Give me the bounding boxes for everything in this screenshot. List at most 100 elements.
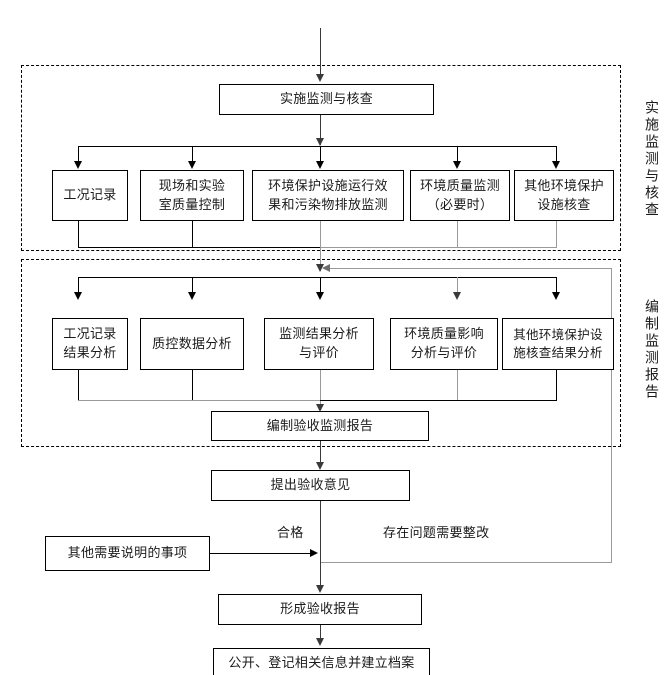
opinion-to-acceptance-arrow-icon <box>316 585 324 593</box>
acceptance-to-publish-line <box>320 625 321 643</box>
node-other-matters-label: 其他需要说明的事项 <box>67 545 188 561</box>
node-compile-report-label: 编制验收监测报告 <box>266 417 374 433</box>
stage2-entry-arrow-icon <box>316 264 324 272</box>
row2-arrow-1-icon <box>74 292 82 300</box>
node-other-env-facility-verification-result-analysis[interactable]: 其他环境保护设 施核查结果分析 <box>502 318 614 370</box>
node-monitoring-result-analysis-line1: 监测结果分析 <box>279 326 359 342</box>
row1-stem-3 <box>320 146 321 164</box>
row2-arrow-5-icon <box>552 292 560 300</box>
entry-connector-line <box>320 28 321 76</box>
row1-arrow-3-icon <box>316 161 324 169</box>
node-env-facility-effect-monitoring-line1: 环境保护设施运行效 <box>268 177 388 193</box>
node-publish-register-archive[interactable]: 公开、登记相关信息并建立档案 <box>213 648 430 675</box>
row2-arrow-3-icon <box>316 292 324 300</box>
row1-fanout-bus <box>78 146 556 147</box>
edge-label-needs-rectification: 存在问题需要整改 <box>383 525 490 540</box>
node-quality-control-data-analysis-label: 质控数据分析 <box>152 335 232 351</box>
node-env-facility-effect-monitoring-line2: 果和污染物排放监测 <box>268 196 388 212</box>
row1-merge-stem-3 <box>320 221 321 271</box>
node-work-condition-record[interactable]: 工况记录 <box>52 170 128 221</box>
row2-merge-bus-right <box>320 400 557 401</box>
row1-stem-4 <box>457 146 458 164</box>
row2-merge-stem-4 <box>457 370 458 400</box>
node-implement-monitor[interactable]: 实施监测与核查 <box>219 84 434 115</box>
node-env-quality-monitoring-line2: （必要时） <box>426 196 494 212</box>
node-propose-opinion-label: 提出验收意见 <box>270 477 351 493</box>
node-work-condition-record-analysis-line2: 结果分析 <box>63 345 117 360</box>
row1-merge-bus-right <box>320 247 557 248</box>
node-other-env-facility-verification-result-line2: 施核查结果分析 <box>513 346 603 360</box>
row2-stem-3 <box>320 277 321 295</box>
node-compile-report[interactable]: 编制验收监测报告 <box>211 411 429 441</box>
node-monitoring-result-analysis-line2: 与评价 <box>299 345 339 360</box>
row2-merge-stem-5 <box>556 370 557 400</box>
node-work-condition-record-analysis-line1: 工况记录 <box>63 326 117 342</box>
node-quality-control-data-analysis[interactable]: 质控数据分析 <box>140 318 244 370</box>
row1-merge-bus-left <box>78 247 321 248</box>
row2-stem-4 <box>457 277 458 295</box>
row2-merge-stem-3 <box>320 370 321 410</box>
node-work-condition-record-label: 工况记录 <box>63 187 117 203</box>
node-form-acceptance-report-label: 形成验收报告 <box>280 601 360 617</box>
node-other-matters[interactable]: 其他需要说明的事项 <box>45 536 210 571</box>
node-field-and-lab-quality-control[interactable]: 现场和实验 室质量控制 <box>140 170 244 221</box>
row1-arrow-2-icon <box>188 161 196 169</box>
row2-fanout-bus <box>78 277 556 278</box>
row2-stem-1 <box>78 277 79 295</box>
other-matters-connector-line <box>210 553 310 554</box>
compile-to-opinion-line <box>320 441 321 467</box>
acceptance-to-publish-arrow-icon <box>316 638 324 646</box>
compile-report-arrow-icon <box>316 404 324 412</box>
node-env-quality-monitoring-line1: 环境质量监测 <box>420 177 500 193</box>
row2-arrow-2-icon <box>188 292 196 300</box>
edge-label-qualified: 合格 <box>277 525 304 540</box>
node-propose-opinion[interactable]: 提出验收意见 <box>211 470 410 501</box>
node-other-env-facility-verification-line2: 设施核查 <box>537 196 591 212</box>
node-form-acceptance-report[interactable]: 形成验收报告 <box>218 594 422 625</box>
row2-merge-stem-1 <box>78 370 79 400</box>
row2-merge-stem-2 <box>192 370 193 400</box>
node-env-quality-impact-analysis-and-evaluation[interactable]: 环境质量影响 分析与评价 <box>390 318 498 370</box>
node-env-quality-impact-analysis-line1: 环境质量影响 <box>404 326 484 342</box>
row1-stem-1 <box>78 146 79 164</box>
row1-arrow-5-icon <box>552 161 560 169</box>
node-field-and-lab-quality-control-line1: 现场和实验 <box>158 177 226 193</box>
node-env-facility-effect-monitoring[interactable]: 环境保护设施运行效 果和污染物排放监测 <box>252 170 404 221</box>
other-matters-arrow-icon <box>310 549 318 557</box>
opinion-decision-stem <box>320 501 321 590</box>
rectification-feedback-arrow-icon <box>322 264 330 272</box>
entry-arrow-head-icon <box>316 74 324 82</box>
node-implement-monitor-label: 实施监测与核查 <box>279 91 374 107</box>
node-field-and-lab-quality-control-line2: 室质量控制 <box>158 196 226 212</box>
stage-region-implementation <box>21 65 621 251</box>
row1-merge-stem-1 <box>78 221 79 247</box>
rectification-feedback-vertical <box>611 268 612 563</box>
row1-merge-stem-5 <box>556 221 557 247</box>
node-work-condition-record-analysis[interactable]: 工况记录 结果分析 <box>52 318 128 370</box>
row2-merge-bus-left <box>78 400 321 401</box>
node-other-env-facility-verification-line1: 其他环境保护 <box>524 177 604 193</box>
row1-merge-stem-4 <box>457 221 458 247</box>
node-other-env-facility-verification[interactable]: 其他环境保护 设施核查 <box>514 170 614 221</box>
row1-merge-stem-2 <box>192 221 193 247</box>
row1-arrow-1-icon <box>74 161 82 169</box>
row1-stem-2 <box>192 146 193 164</box>
stage-region-report <box>21 259 621 447</box>
rectification-feedback-bottom-horizontal <box>321 562 612 563</box>
rectification-feedback-top-horizontal <box>330 268 612 269</box>
node-monitoring-result-analysis-and-evaluation[interactable]: 监测结果分析 与评价 <box>264 318 374 370</box>
implement-to-bus-line <box>320 115 321 145</box>
node-env-quality-monitoring[interactable]: 环境质量监测 （必要时） <box>410 170 510 221</box>
node-other-env-facility-verification-result-line1: 其他环境保护设 <box>513 327 603 342</box>
stage-caption-implementation: 实施监测与核查 <box>644 99 660 219</box>
node-publish-register-archive-label: 公开、登记相关信息并建立档案 <box>228 655 415 671</box>
row2-stem-5 <box>556 277 557 295</box>
stage-caption-report: 编制监测报告 <box>644 298 660 401</box>
implement-to-bus-arrow-icon <box>316 138 324 146</box>
row1-stem-5 <box>556 146 557 164</box>
row2-stem-2 <box>192 277 193 295</box>
compile-to-opinion-arrow-icon <box>316 462 324 470</box>
row1-arrow-4-icon <box>453 161 461 169</box>
row2-arrow-4-icon <box>453 292 461 300</box>
